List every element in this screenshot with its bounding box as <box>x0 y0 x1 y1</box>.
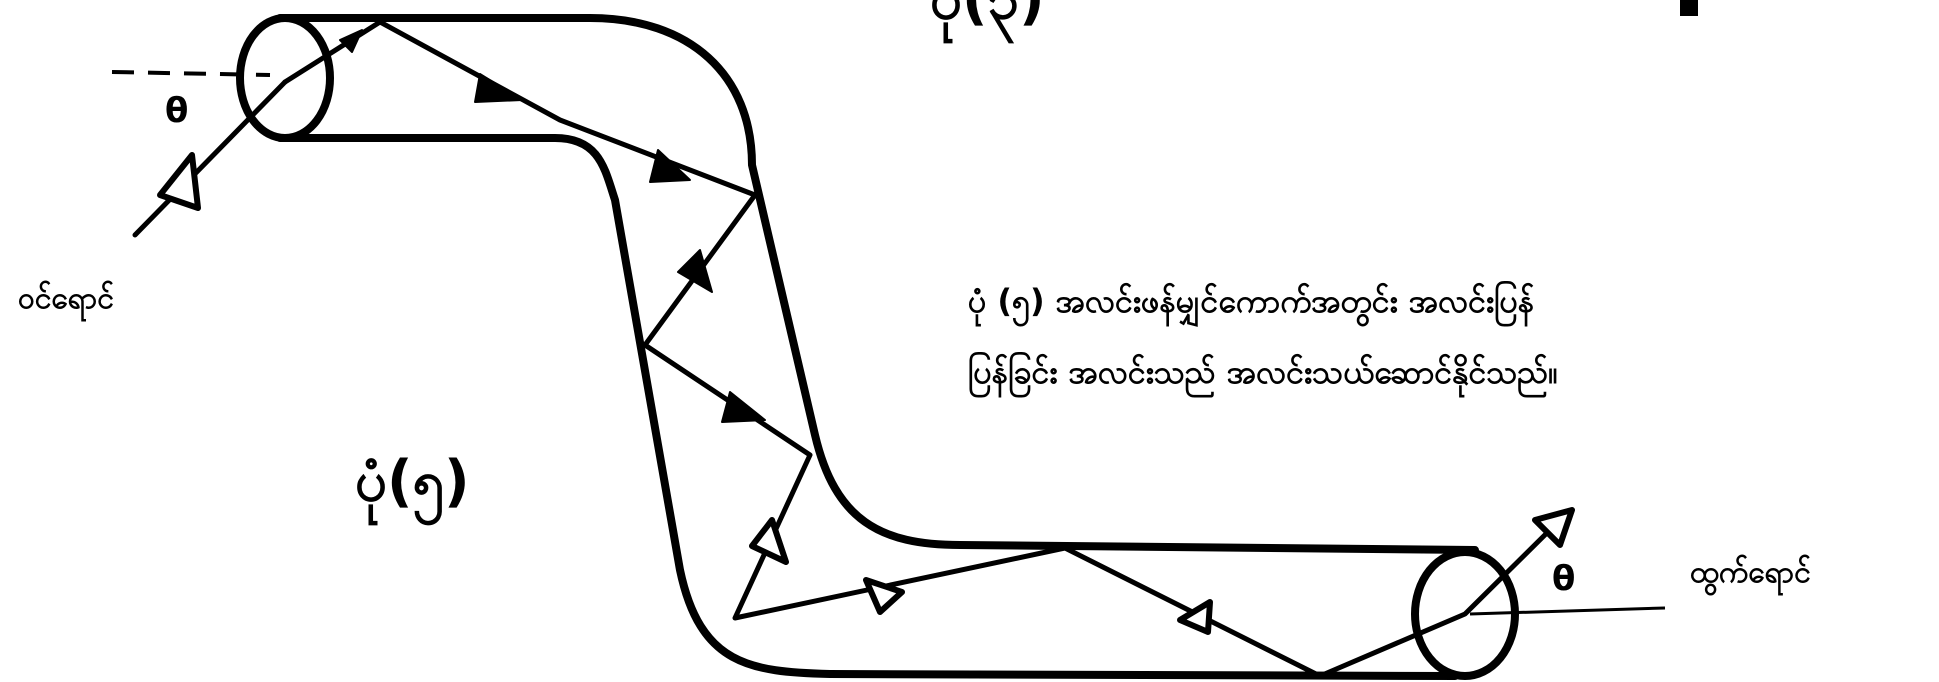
ray-arrow-6 <box>752 520 786 562</box>
angle-symbol-entry: θ <box>165 91 188 131</box>
ray-arrow-4 <box>678 250 712 292</box>
ray-arrow-5 <box>722 392 765 422</box>
fiber-entry-end <box>240 18 330 138</box>
entry-ray-label: ဝင်ရောင် <box>18 280 114 323</box>
caption-line-2: ပြန်ခြင်း အလင်းသည် အလင်းသယ်ဆောင်နိုင်သည်… <box>968 353 1558 398</box>
reflected-ray-path <box>285 22 1565 676</box>
exit-ray-label: ထွက်ရောင် <box>1690 554 1811 597</box>
incoming-ray-arrow <box>160 155 198 208</box>
ray-arrow-1 <box>340 30 362 52</box>
ray-arrow-2 <box>475 74 522 102</box>
figure-label: ပုံ(၅) <box>355 449 470 525</box>
fiber-pipe-inner-wall <box>280 138 1455 676</box>
figure-label-top-cut: ပုံ(၃) <box>930 0 1045 43</box>
entry-normal-line <box>112 72 270 75</box>
angle-symbol-exit: θ <box>1552 559 1575 599</box>
top-cut-mark <box>1680 0 1698 16</box>
exit-normal-line <box>1470 608 1665 614</box>
incoming-ray <box>135 82 285 235</box>
caption-line-1: ပုံ (၅) အလင်းဖန်မျှင်ကောက်အတွင်း အလင်းပြ… <box>968 282 1534 327</box>
